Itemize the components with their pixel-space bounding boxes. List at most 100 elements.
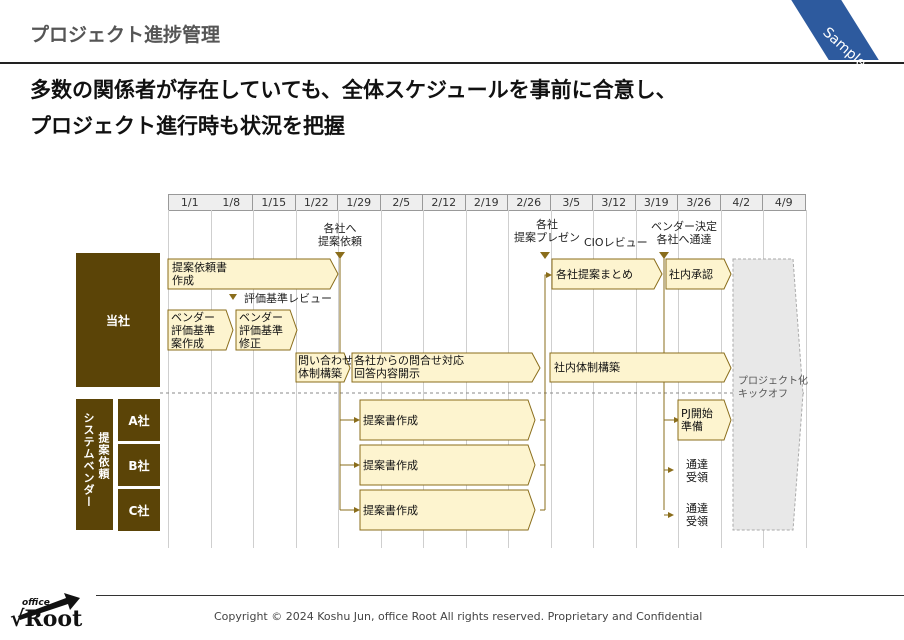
week-label: 2/5 bbox=[380, 194, 423, 211]
row-own-company: 当社 bbox=[76, 253, 160, 387]
milestone-request-l2: 提案依頼 bbox=[318, 235, 362, 248]
milestone-vendor-l2: 各社へ通達 bbox=[656, 233, 712, 246]
bar-approval bbox=[665, 258, 732, 290]
week-label: 1/22 bbox=[295, 194, 338, 211]
milestone-marker-presentation bbox=[540, 252, 550, 259]
notify-b-l1: 通達 bbox=[686, 458, 708, 471]
bar-internal-setup bbox=[549, 352, 732, 383]
row-own-company-label: 当社 bbox=[105, 313, 130, 328]
milestone-marker-request bbox=[335, 252, 345, 259]
headline-line2: プロジェクト進行時も状況を把握 bbox=[30, 114, 345, 138]
bar-request-doc-l1: 提案依頼書 bbox=[172, 261, 227, 274]
week-gridline bbox=[805, 210, 807, 548]
notify-c-l1: 通達 bbox=[686, 502, 708, 515]
logo-arrow-icon bbox=[18, 593, 80, 620]
row-company-c-label: C社 bbox=[128, 503, 150, 518]
bar-eval-fix-l1: ベンダー bbox=[239, 311, 283, 324]
sample-ribbon bbox=[791, 0, 879, 60]
week-label: 2/12 bbox=[423, 194, 466, 211]
milestone-vendor-decision: ベンダー決定 各社へ通達 bbox=[651, 220, 717, 246]
row-company-b-label: B社 bbox=[128, 458, 150, 473]
milestone-cio-review: CIOレビュー bbox=[584, 236, 648, 249]
bar-kickoff-l2: キックオフ bbox=[738, 389, 788, 400]
connector-proposals-to-summary bbox=[540, 274, 550, 511]
row-proposal-request-label: 提案依頼 bbox=[97, 432, 110, 480]
bar-eval-create bbox=[167, 309, 234, 351]
bar-kickoff-l1: プロジェクト化 bbox=[738, 376, 808, 387]
row-system-vendor bbox=[76, 399, 113, 530]
bar-inquiry-resp-label: 各社からの問合せ対応 回答内容開示 bbox=[354, 354, 464, 380]
notify-c-label: 通達 受領 bbox=[686, 502, 708, 528]
bar-inquiry-setup-label: 問い合わせ 体制構築 bbox=[298, 354, 353, 380]
week-label: 2/26 bbox=[508, 194, 551, 211]
bar-proposal-b-label: 提案書作成 bbox=[363, 459, 418, 472]
bar-proposal-c-label: 提案書作成 bbox=[363, 504, 418, 517]
footer-divider bbox=[96, 595, 904, 596]
milestone-presentation: 各社 提案プレゼン bbox=[514, 218, 580, 244]
notify-b-l2: 受領 bbox=[686, 471, 708, 484]
bar-eval-create-l1: ベンダー bbox=[171, 311, 215, 324]
milestone-presentation-l2: 提案プレゼン bbox=[514, 231, 580, 244]
row-company-b: B社 bbox=[118, 444, 160, 486]
milestone-criteria-review: 評価基準レビュー bbox=[244, 292, 332, 305]
bar-inquiry-resp-l1: 各社からの問合せ対応 bbox=[354, 354, 464, 367]
bar-pj-start-l1: PJ開始 bbox=[681, 407, 713, 420]
week-label: 1/15 bbox=[253, 194, 296, 211]
bar-approval-label: 社内承認 bbox=[669, 268, 713, 281]
bar-proposal-c bbox=[359, 489, 536, 531]
notify-c-l2: 受領 bbox=[686, 515, 708, 528]
milestone-presentation-l1: 各社 bbox=[536, 218, 558, 231]
bar-inquiry-resp bbox=[351, 352, 541, 383]
connector-request-to-proposals bbox=[339, 258, 358, 511]
week-label: 4/9 bbox=[763, 194, 806, 211]
week-label: 4/2 bbox=[720, 194, 763, 211]
bar-eval-fix-l2: 評価基準 bbox=[239, 324, 283, 337]
row-company-a-label: A社 bbox=[128, 413, 150, 428]
week-label: 2/19 bbox=[465, 194, 508, 211]
week-label: 3/5 bbox=[550, 194, 593, 211]
bar-inquiry-setup-l2: 体制構築 bbox=[298, 367, 342, 380]
bar-summary bbox=[551, 258, 663, 290]
bar-pj-start bbox=[677, 399, 732, 441]
milestone-marker-criteria bbox=[229, 294, 237, 300]
section-title: プロジェクト進捗管理 bbox=[30, 24, 221, 46]
bar-internal-setup-label: 社内体制構築 bbox=[554, 361, 620, 374]
bar-proposal-a bbox=[359, 399, 536, 441]
bar-eval-create-label: ベンダー 評価基準 案作成 bbox=[171, 311, 215, 350]
bar-proposal-a-label: 提案書作成 bbox=[363, 414, 418, 427]
milestone-request: 各社へ 提案依頼 bbox=[318, 222, 362, 248]
logo-small-text: office bbox=[22, 598, 50, 608]
week-label: 1/29 bbox=[338, 194, 381, 211]
week-label: 1/8 bbox=[210, 194, 253, 211]
copyright-text: Copyright © 2024 Koshu Jun, office Root … bbox=[214, 610, 703, 623]
bar-proposal-b bbox=[359, 444, 536, 486]
week-label: 3/26 bbox=[678, 194, 721, 211]
bar-pj-start-label: PJ開始 準備 bbox=[681, 407, 713, 433]
week-gridline bbox=[210, 210, 212, 548]
week-label: 3/19 bbox=[635, 194, 678, 211]
bar-inquiry-resp-l2: 回答内容開示 bbox=[354, 367, 420, 380]
row-company-c: C社 bbox=[118, 489, 160, 531]
week-gridline bbox=[253, 210, 254, 548]
bar-eval-create-l3: 案作成 bbox=[171, 337, 204, 350]
milestone-vendor-l1: ベンダー決定 bbox=[651, 220, 717, 233]
bar-eval-fix bbox=[235, 309, 298, 351]
bar-eval-fix-label: ベンダー 評価基準 修正 bbox=[239, 311, 283, 350]
milestone-marker-vendor bbox=[659, 252, 669, 259]
bar-request-doc bbox=[167, 258, 339, 290]
bar-kickoff-label: プロジェクト化 キックオフ bbox=[738, 375, 808, 401]
bar-request-doc-l2: 作成 bbox=[172, 274, 194, 287]
logo-big-text: √Root bbox=[10, 606, 83, 632]
week-gridline bbox=[168, 210, 169, 548]
bar-eval-create-l2: 評価基準 bbox=[171, 324, 215, 337]
header-divider bbox=[0, 62, 904, 64]
bar-request-doc-label: 提案依頼書 作成 bbox=[172, 261, 227, 287]
bar-inquiry-setup-l1: 問い合わせ bbox=[298, 354, 353, 367]
bar-eval-fix-l3: 修正 bbox=[239, 337, 261, 350]
headline-line1: 多数の関係者が存在していても、全体スケジュールを事前に合意し、 bbox=[30, 78, 677, 102]
bar-inquiry-setup bbox=[295, 352, 351, 383]
bar-kickoff bbox=[732, 258, 804, 531]
notify-b-label: 通達 受領 bbox=[686, 458, 708, 484]
connector-vendor-decision bbox=[663, 258, 678, 516]
